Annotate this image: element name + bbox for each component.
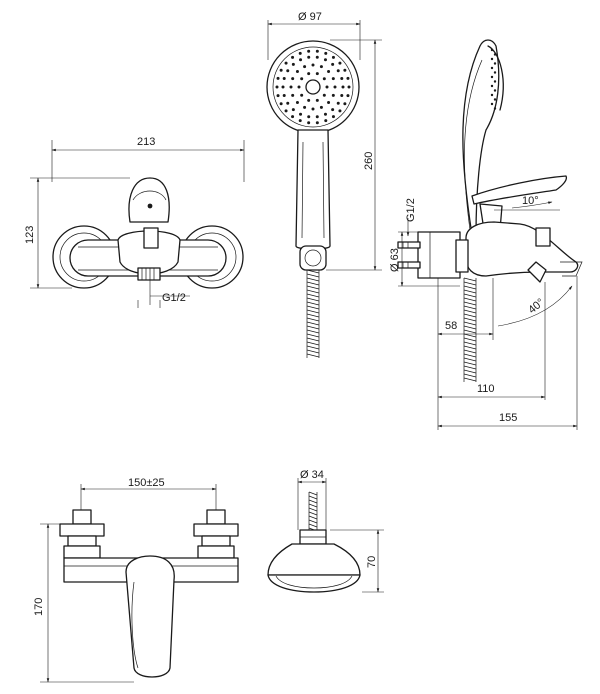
side-flange	[417, 231, 461, 279]
side-diverter	[535, 227, 551, 247]
front-height-label: 123	[24, 226, 36, 244]
head-hose	[308, 491, 318, 532]
shower-head	[266, 40, 360, 134]
hand-shower-view: Ø 97 260	[266, 11, 382, 358]
shower-length-label: 260	[363, 152, 375, 170]
side-depth-110-label: 110	[477, 383, 495, 395]
front-width-label: 213	[137, 136, 155, 148]
side-spout-angle-label: 10°	[522, 195, 539, 207]
side-flange-label: Ø 63	[389, 248, 401, 272]
side-lever-angle-label: 40°	[526, 296, 546, 316]
side-depth-155-label: 155	[499, 412, 517, 424]
shower-diameter-label: Ø 97	[298, 11, 322, 23]
side-thread-label: G1/2	[405, 198, 417, 222]
shower-hose	[306, 269, 320, 358]
side-lever	[471, 175, 568, 205]
head-side-view: Ø 34 70	[267, 469, 384, 593]
head-height-label: 70	[366, 556, 378, 568]
head-face	[267, 574, 361, 593]
front-view: 213 123 G1/2	[24, 136, 245, 308]
front-outlet-thread-label: G1/2	[162, 292, 186, 304]
bottom-height-label: 170	[33, 598, 45, 616]
side-hose	[463, 277, 477, 382]
diverter-button	[143, 227, 159, 249]
bottom-right-pipe	[206, 509, 226, 525]
side-body	[465, 221, 579, 277]
mixer-lever	[128, 177, 170, 223]
head-diameter-label: Ø 34	[300, 469, 324, 481]
bottom-lever	[125, 555, 175, 678]
shower-connector	[299, 245, 327, 271]
side-shower-nozzles	[490, 48, 497, 110]
side-view: G1/2 Ø 63 10° 40° 58 110 155	[389, 39, 583, 430]
side-depth-58-label: 58	[445, 320, 457, 332]
bottom-left-pipe	[72, 509, 92, 525]
shower-handle	[295, 129, 331, 250]
front-outlet	[137, 267, 161, 281]
bottom-view: 150±25 170	[33, 477, 239, 683]
bottom-spacing-label: 150±25	[128, 477, 165, 489]
shower-nozzles	[275, 49, 351, 125]
shower-center-jet	[305, 79, 321, 95]
head-dome	[267, 543, 361, 576]
